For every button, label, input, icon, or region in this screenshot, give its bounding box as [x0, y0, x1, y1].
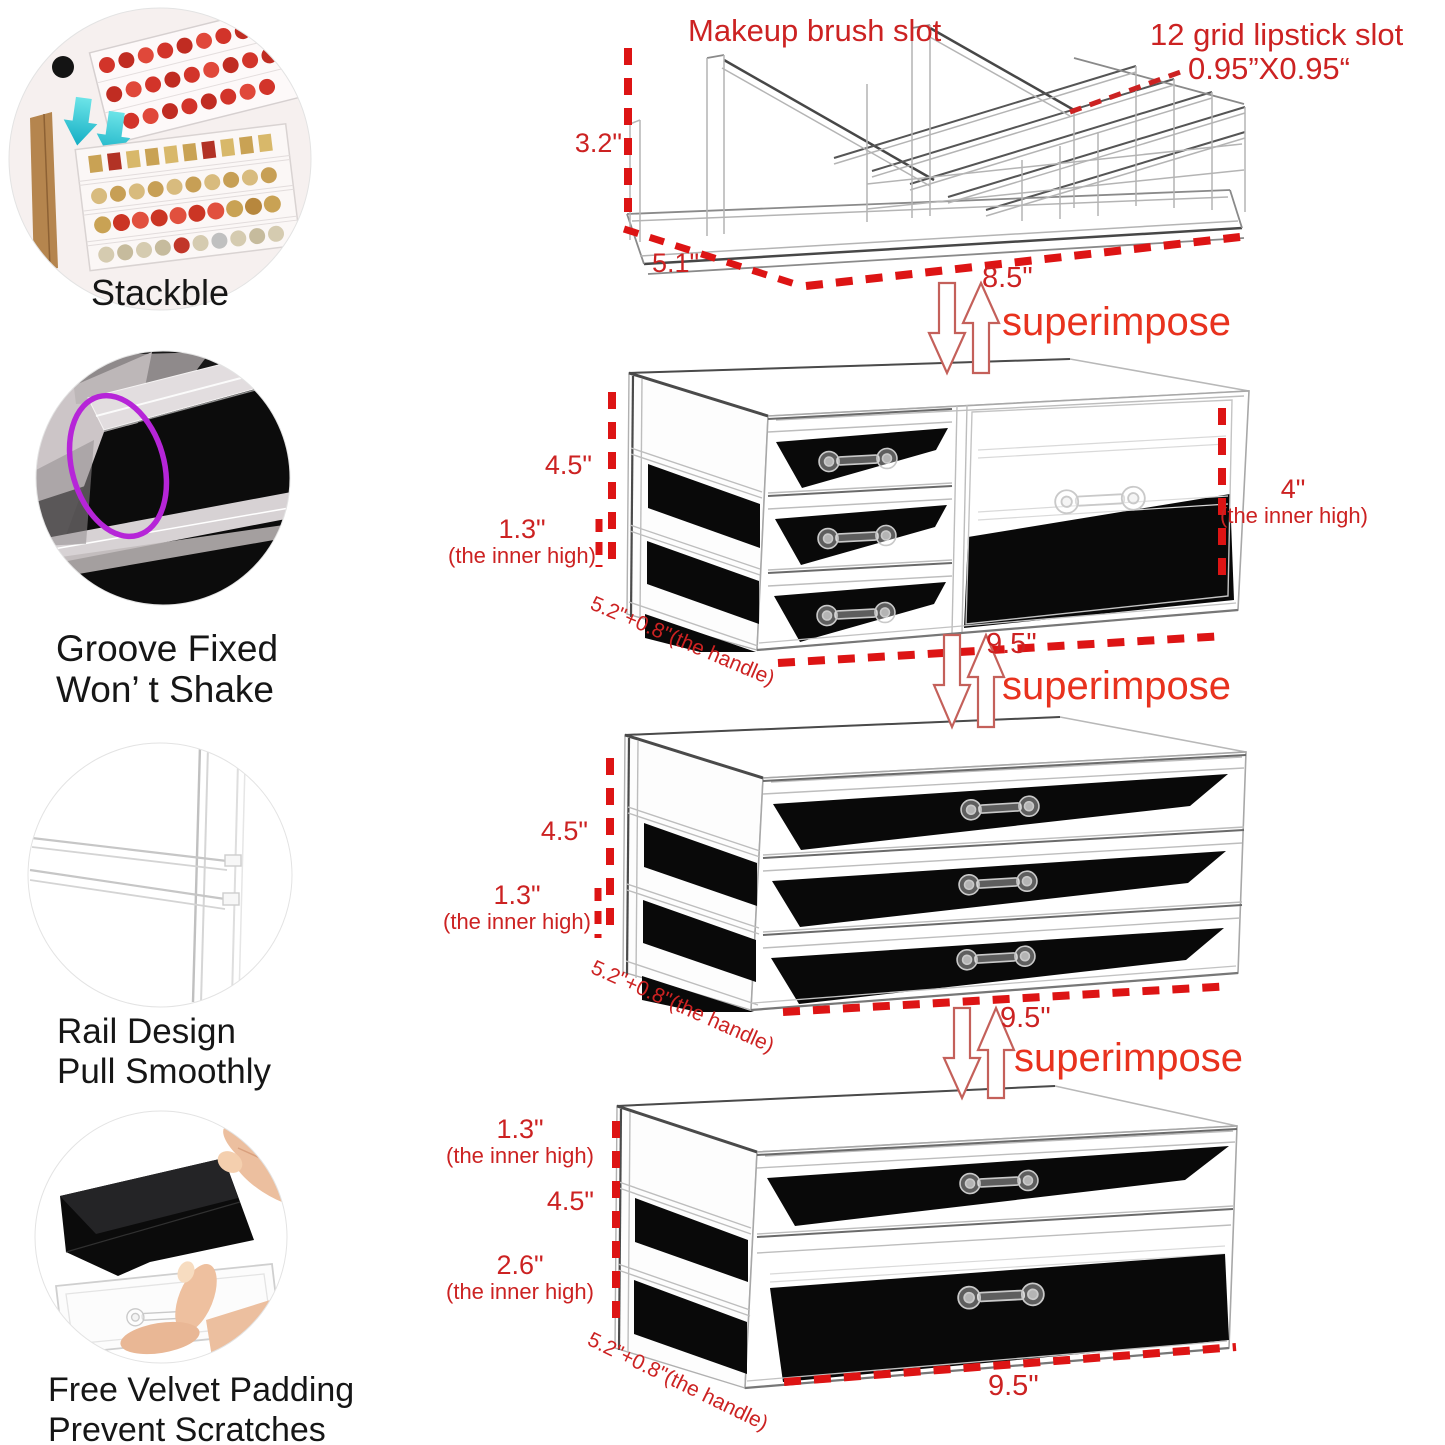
dim-b-width: 9.5" — [1000, 1002, 1051, 1034]
dim-a-right-note: (the inner high) — [1220, 503, 1368, 529]
caption-rail-line2: Pull Smoothly — [57, 1052, 271, 1091]
up-arrow-icon — [961, 280, 1001, 375]
caption-groove: Groove Fixed Won’ t Shake — [56, 628, 278, 710]
caption-velvet-line1: Free Velvet Padding — [48, 1371, 355, 1409]
feature-photo-rail — [28, 743, 292, 1007]
dim-c-inner-bottom-note: (the inner high) — [446, 1279, 594, 1305]
top-organizer-drawing — [626, 24, 1246, 275]
dim-c-height: 4.5" — [546, 1186, 594, 1216]
label-lipstick-grid: 12 grid lipstick slot — [1150, 17, 1404, 52]
dim-top-depth: 5.1" — [652, 248, 700, 278]
feature-photo-border — [35, 350, 291, 606]
dim-a-right-value: 4" — [1280, 474, 1306, 504]
stacked-tray-top — [88, 8, 302, 145]
dim-c-width: 9.5" — [988, 1370, 1039, 1402]
up-arrow-icon — [966, 632, 1006, 729]
dim-c-inner-top-value: 1.3" — [496, 1114, 544, 1144]
feature-photo-groove — [36, 351, 290, 605]
feature-photo-stackable — [9, 8, 311, 310]
drawer-unit-a-drawing — [626, 358, 1250, 652]
dim-c-inner-top: 1.3" (the inner high) — [432, 1114, 608, 1169]
feature-photo-border — [34, 1110, 288, 1364]
superimpose-arrows — [927, 280, 1016, 1101]
feature-photo-border — [8, 7, 312, 311]
label-lipstick-grid-size: 0.95”X0.95“ — [1188, 51, 1350, 86]
stacked-tray-bottom — [74, 122, 302, 272]
down-arrow-icon — [932, 633, 972, 730]
dim-top-height: 3.2" — [574, 128, 622, 158]
caption-velvet-line2: Prevent Scratches — [48, 1411, 326, 1445]
dim-a-height: 4.5" — [544, 450, 592, 480]
dim-a-right-inner: 4" (the inner high) — [1220, 474, 1368, 529]
down-arrow-icon — [942, 1006, 982, 1101]
dim-b-inner-note: (the inner high) — [443, 909, 591, 935]
dim-a-inner: 1.3" (the inner high) — [438, 514, 606, 569]
up-arrow-icon — [976, 1005, 1016, 1100]
dim-c-inner-bottom: 2.6" (the inner high) — [432, 1250, 608, 1305]
superimpose-label-3: superimpose — [1014, 1036, 1244, 1080]
drawer-unit-c-drawing — [614, 1085, 1238, 1390]
dim-a-inner-note: (the inner high) — [448, 543, 596, 569]
dim-b-inner: 1.3" (the inner high) — [432, 880, 602, 935]
caption-rail: Rail Design Pull Smoothly — [57, 1012, 271, 1092]
dim-a-width: 9.5" — [986, 628, 1037, 660]
superimpose-label-1: superimpose — [1002, 300, 1232, 344]
dimension-lines — [594, 48, 1241, 1386]
superimpose-label-2: superimpose — [1002, 664, 1232, 708]
dim-c-inner-top-note: (the inner high) — [446, 1143, 594, 1169]
caption-groove-line2: Won’ t Shake — [56, 669, 275, 710]
caption-stackable: Stackble — [90, 272, 230, 313]
caption-velvet: Free Velvet Padding Prevent Scratches — [48, 1370, 354, 1445]
dim-c-inner-bottom-value: 2.6" — [496, 1250, 544, 1280]
dim-b-height: 4.5" — [540, 816, 588, 846]
feature-photo-border — [27, 742, 293, 1008]
dim-top-width: 8.5" — [982, 262, 1033, 294]
label-makeup-brush-slot: Makeup brush slot — [688, 13, 942, 48]
groove-highlight-ellipse — [66, 392, 170, 540]
dim-b-inner-value: 1.3" — [493, 880, 541, 910]
caption-groove-line1: Groove Fixed — [56, 628, 279, 669]
drawer-unit-b-drawing — [622, 716, 1247, 1012]
caption-rail-line1: Rail Design — [57, 1012, 236, 1051]
down-arrow-icon — [927, 281, 967, 376]
dim-a-inner-value: 1.3" — [498, 514, 546, 544]
